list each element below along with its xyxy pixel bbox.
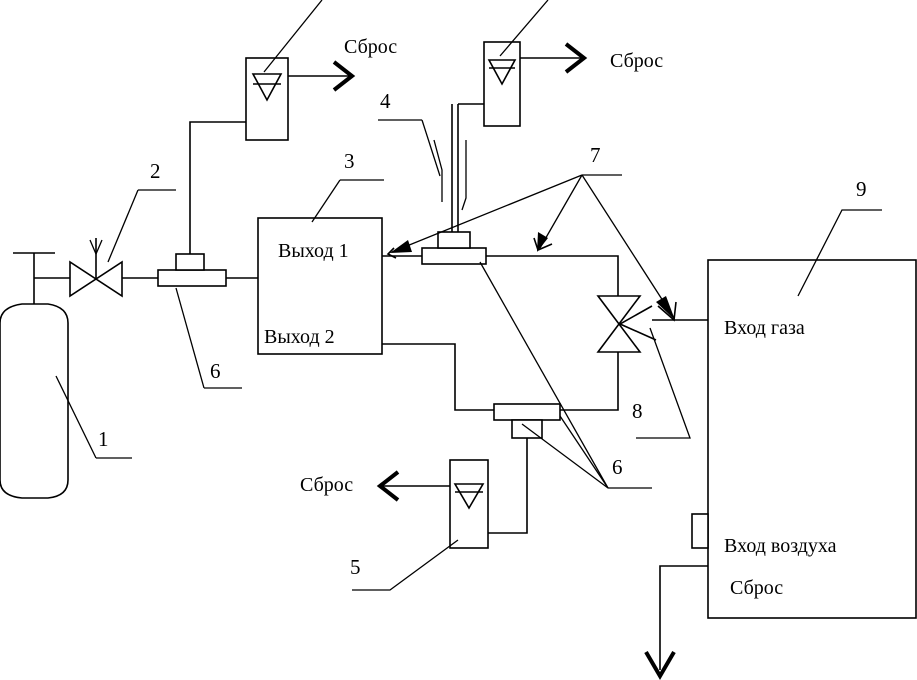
output-1-label: Выход 1 [278, 240, 349, 262]
number-6-right: 6 [612, 455, 623, 479]
number-1: 1 [98, 427, 109, 451]
main-block: Выход 1 Выход 2 [257, 217, 383, 355]
output-2-label: Выход 2 [264, 326, 335, 348]
number-9: 9 [856, 177, 867, 201]
flowmeter-top-right [483, 0, 588, 127]
vent-top-right-label: Сброс [610, 50, 663, 72]
callout-7 [386, 174, 677, 322]
air-inlet-label: Вход воздуха [724, 535, 837, 557]
flowmeter-bottom [352, 459, 489, 591]
throttle-4 [433, 139, 467, 211]
flowmeter-top-left [245, 0, 356, 141]
device-vent-label: Сброс [730, 577, 783, 599]
number-6-left: 6 [210, 359, 221, 383]
mixing-valve [596, 295, 708, 439]
cylinder-valve [69, 238, 158, 298]
number-4: 4 [380, 89, 391, 113]
tee-left [157, 121, 258, 287]
gas-cylinder [0, 252, 70, 499]
output-2-line [382, 343, 619, 534]
gas-inlet-label: Вход газа [724, 317, 805, 339]
number-8: 8 [632, 399, 643, 423]
leader-lines [55, 119, 652, 489]
number-3: 3 [344, 149, 355, 173]
number-5: 5 [350, 555, 361, 579]
number-7: 7 [590, 143, 601, 167]
vent-top-left-label: Сброс [344, 36, 397, 58]
output-1-line [382, 103, 619, 296]
number-2: 2 [150, 159, 161, 183]
device-9: Вход газа Вход воздуха Сброс [644, 209, 917, 680]
vent-bottom-label: Сброс [300, 474, 353, 496]
